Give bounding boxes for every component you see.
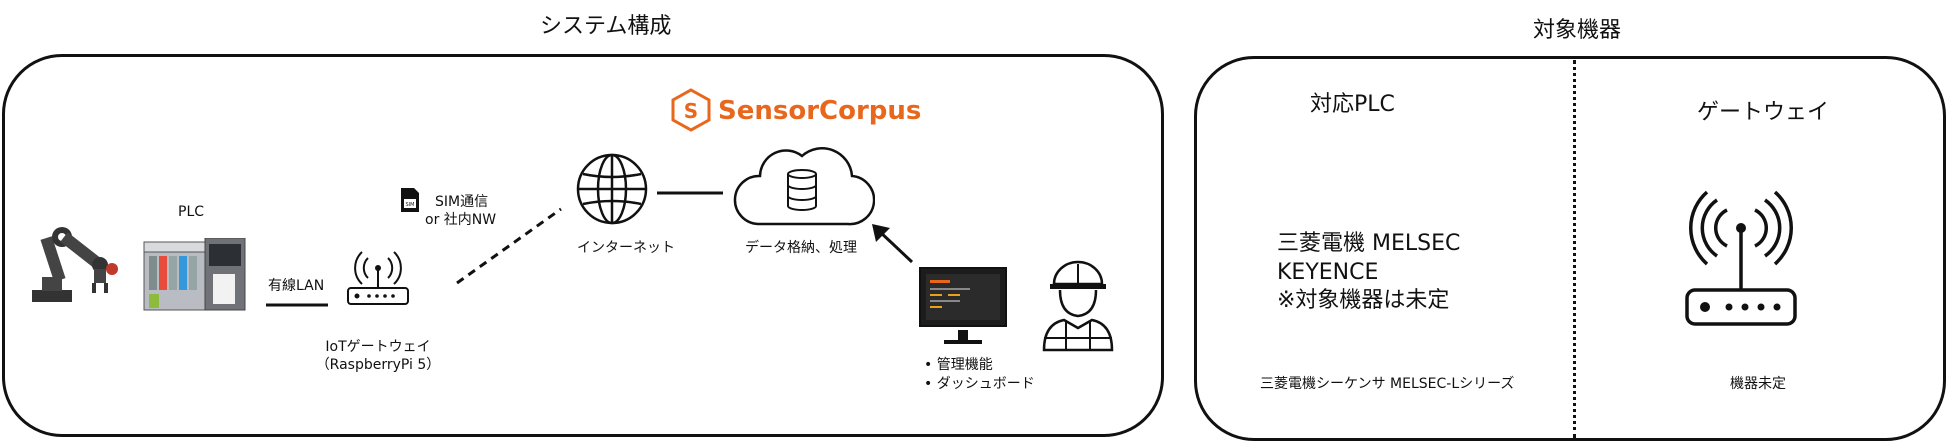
cloud-label: データ格納、処理 xyxy=(745,240,857,256)
sim-label-line1: SIM通信 xyxy=(434,194,489,210)
targets-panel xyxy=(1194,56,1946,441)
arrow-icon xyxy=(872,224,914,264)
lan-line xyxy=(266,303,328,307)
lan-label: 有線LAN xyxy=(268,278,325,294)
system-title: システム構成 xyxy=(540,14,672,39)
brand-name: SensorCorpus xyxy=(718,96,922,126)
sim-label: SIM通信 or 社内NW xyxy=(425,194,497,229)
svg-text:S: S xyxy=(684,99,698,123)
sim-card-icon: SIM xyxy=(401,188,419,212)
monitor-icon xyxy=(919,267,1007,344)
robot-arm-icon xyxy=(32,227,118,302)
plc-support-line-1: 三菱電機 MELSEC xyxy=(1277,231,1461,256)
wireless-link-line xyxy=(456,207,562,285)
worker-icon xyxy=(1042,260,1114,352)
plc-support-line-2: KEYENCE xyxy=(1277,259,1379,285)
sim-label-line2: or 社内NW xyxy=(425,211,497,228)
svg-text:SIM: SIM xyxy=(406,202,415,208)
gateway-label-line2: （RaspberryPi 5） xyxy=(315,356,441,373)
feature-item-management: 管理機能 xyxy=(924,356,1035,375)
column-divider xyxy=(1573,60,1576,438)
cloud-database-icon xyxy=(733,147,875,226)
gateway-column-title: ゲートウェイ xyxy=(1697,100,1830,125)
sensorcorpus-logo-icon: S xyxy=(671,88,711,132)
gateway-label-line1: IoTゲートウェイ xyxy=(325,339,431,355)
internet-cloud-line xyxy=(657,191,723,195)
gateway-column-footer: 機器未定 xyxy=(1730,376,1786,392)
plc-support-line-3: ※対象機器は未定 xyxy=(1277,288,1450,314)
router-icon xyxy=(347,251,409,305)
plc-label: PLC xyxy=(178,204,205,220)
gateway-label: IoTゲートウェイ （RaspberryPi 5） xyxy=(316,339,441,374)
plc-icon xyxy=(143,238,246,311)
feature-list: 管理機能 ダッシュボード xyxy=(924,356,1035,394)
gateway-router-icon xyxy=(1685,190,1797,326)
targets-title: 対象機器 xyxy=(1533,18,1622,43)
plc-support-list: 三菱電機 MELSEC KEYENCE ※対象機器は未定 xyxy=(1277,230,1460,316)
feature-item-dashboard: ダッシュボード xyxy=(924,375,1035,394)
internet-label: インターネット xyxy=(577,240,675,256)
plc-column-title: 対応PLC xyxy=(1310,92,1395,117)
plc-column-footer: 三菱電機シーケンサ MELSEC-Lシリーズ xyxy=(1260,376,1515,392)
globe-icon xyxy=(576,153,648,225)
